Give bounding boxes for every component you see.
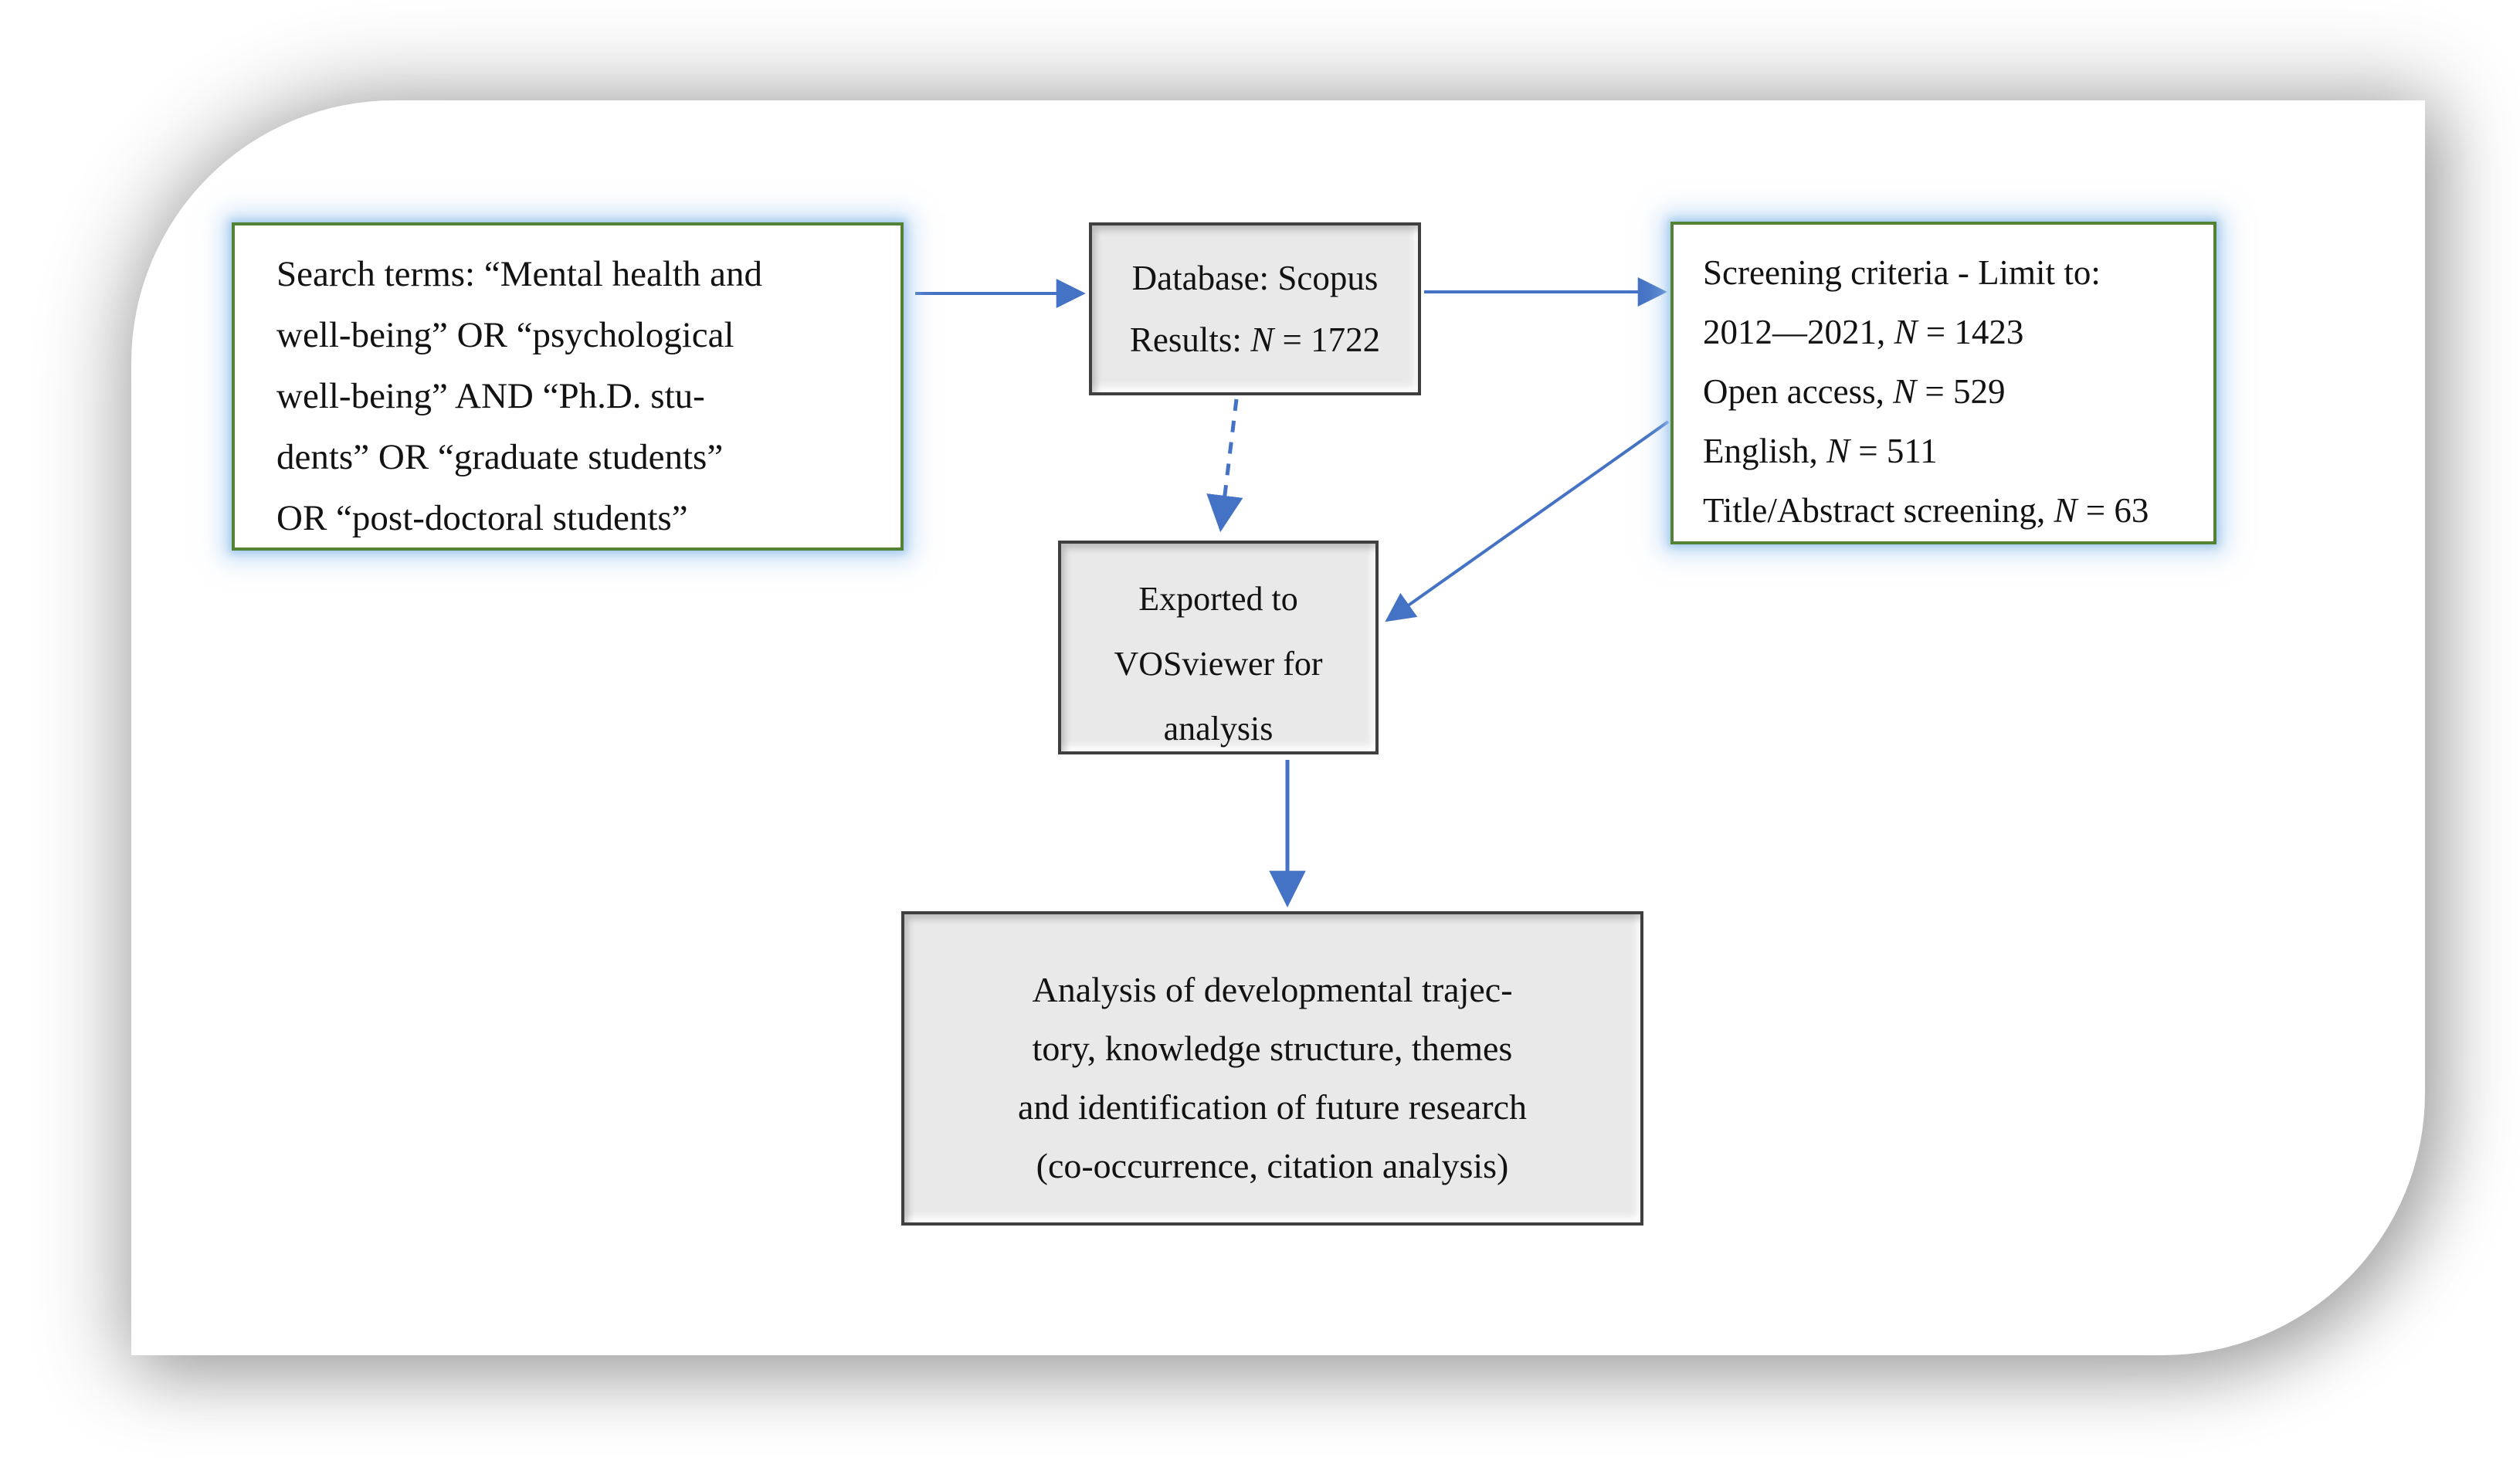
text-line: analysis (1163, 710, 1274, 748)
text-line: Title/Abstract screening, N = 63 (1703, 491, 2149, 530)
text-line: Exported to (1138, 580, 1298, 618)
text-line: English, N = 511 (1703, 432, 1938, 470)
text-line: 2012—2021, N = 1423 (1703, 313, 2024, 351)
screening-criteria-box: Screening criteria - Limit to: 2012—2021,… (1670, 222, 2216, 544)
text-line: and identification of future research (1017, 1087, 1528, 1127)
text-line: Open access, N = 529 (1703, 372, 2006, 411)
text-line: tory, knowledge structure, themes (1032, 1029, 1513, 1068)
text-line: well-being” OR “psychological (276, 315, 734, 355)
text-line: VOSviewer for (1114, 645, 1323, 683)
text-line: Database: Scopus (1131, 259, 1379, 297)
text-line: Results: N = 1722 (1129, 320, 1381, 359)
analysis-result-box: Analysis of developmental trajec-tory, k… (901, 911, 1643, 1226)
text-line: OR “post-doctoral students” (276, 498, 688, 538)
text-line: well-being” AND “Ph.D. stu- (276, 376, 705, 416)
search-terms-box: Search terms: “Mental health and well-bei… (232, 222, 904, 551)
text-line: Search terms: “Mental health and (276, 254, 763, 294)
export-vosviewer-box: Exported to VOSviewer for analysis (1058, 541, 1379, 754)
text-line: Analysis of developmental trajec- (1032, 970, 1513, 1009)
text-line: (co-occurrence, citation analysis) (1036, 1146, 1509, 1185)
text-line: dents” OR “graduate students” (276, 437, 724, 477)
text-line: Screening criteria - Limit to: (1703, 253, 2101, 292)
